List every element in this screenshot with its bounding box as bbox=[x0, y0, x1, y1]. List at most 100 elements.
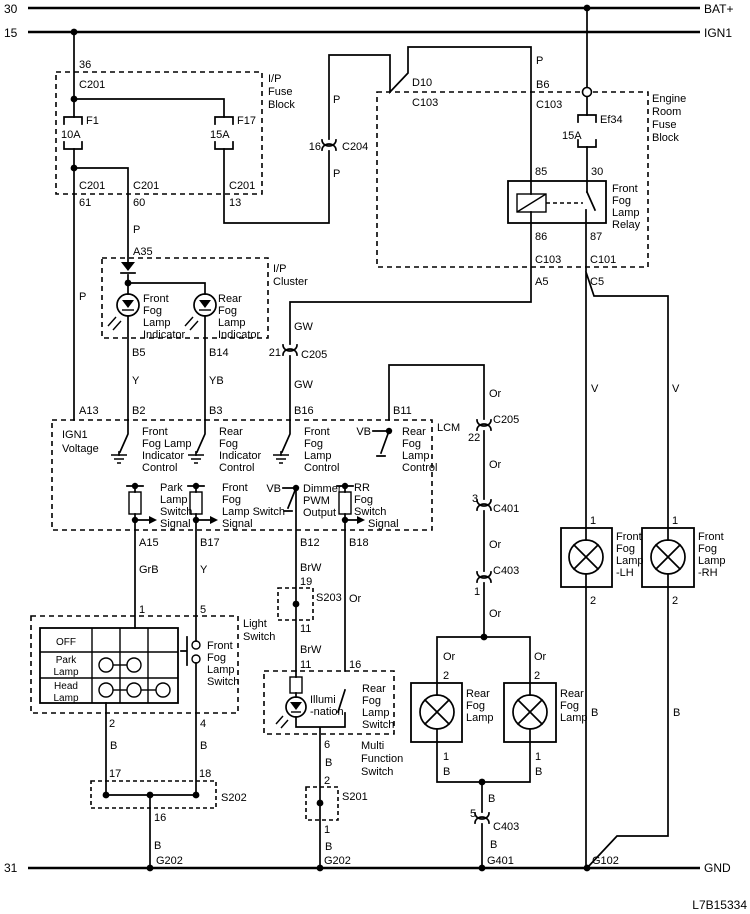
pin-label: B5 bbox=[132, 347, 145, 359]
component-label: Rear bbox=[218, 293, 242, 305]
function-label: PWM bbox=[303, 495, 330, 507]
pin-label: 1 bbox=[590, 515, 596, 527]
component-label: -LH bbox=[616, 567, 634, 579]
pin-label: B14 bbox=[209, 347, 229, 359]
diagram-code: L7B15334 bbox=[692, 898, 747, 912]
ip-fuse-block: I/P Fuse Block 36 C201 F1 10A F17 15A C2… bbox=[55, 59, 295, 209]
function-label: Front bbox=[142, 426, 168, 438]
component-label: -nation bbox=[310, 706, 344, 718]
net-ign1-feed bbox=[73, 31, 532, 421]
splice-label: S201 bbox=[342, 791, 368, 803]
wire-color-label: Or bbox=[489, 608, 502, 620]
block-label: Engine bbox=[652, 93, 686, 105]
block-label: Switch bbox=[243, 631, 275, 643]
pin-label: 2 bbox=[590, 595, 596, 607]
component-label: Fog bbox=[466, 700, 485, 712]
connector-label: C205 bbox=[301, 349, 327, 361]
function-label: Front bbox=[222, 482, 248, 494]
function-label: Fog bbox=[354, 494, 373, 506]
pin-label: A13 bbox=[79, 405, 99, 417]
component-label: Fog bbox=[560, 700, 579, 712]
bus-30-label: 30 bbox=[4, 2, 18, 16]
connector-label: C201 bbox=[133, 180, 159, 192]
relay-label: Fog bbox=[612, 195, 631, 207]
pin-label: 30 bbox=[591, 166, 603, 178]
function-label: Control bbox=[304, 462, 339, 474]
pin-label: A5 bbox=[535, 276, 548, 288]
rear-fog-lamp-left-icon bbox=[410, 682, 463, 743]
function-label: Indicator bbox=[142, 450, 185, 462]
wire-color-label: Or bbox=[489, 459, 502, 471]
component-label: Lamp bbox=[698, 555, 726, 567]
wire-color-label: B bbox=[443, 766, 450, 778]
function-label: Switch bbox=[354, 506, 386, 518]
front-fog-lamp-relay: 85 30 86 87 Front Fog Lamp Relay bbox=[507, 166, 641, 243]
fuse-rating: 15A bbox=[562, 130, 582, 142]
net-front-fog-feed bbox=[584, 209, 669, 870]
function-label: Front bbox=[304, 426, 330, 438]
pin-label: 5 bbox=[200, 604, 206, 616]
module-label: LCM bbox=[437, 422, 460, 434]
wire-color-label: B bbox=[490, 839, 497, 851]
pin-label: 2 bbox=[534, 670, 540, 682]
wire-color-label: B bbox=[200, 740, 207, 752]
pin-label: B6 bbox=[536, 79, 549, 91]
vb-label: VB bbox=[266, 483, 281, 495]
block-label: Cluster bbox=[273, 276, 308, 288]
connector-label: C201 bbox=[79, 180, 105, 192]
component-label: Front bbox=[143, 293, 169, 305]
component-label: Front bbox=[207, 640, 233, 652]
function-label: Signal bbox=[160, 518, 191, 530]
wire-color-label: P bbox=[536, 55, 543, 67]
connector-pin: 16 bbox=[309, 141, 321, 153]
function-label: IGN1 bbox=[62, 429, 88, 441]
wire-color-label: YB bbox=[209, 375, 224, 387]
a15-sense-resistor-icon bbox=[126, 485, 157, 524]
pin-label: 87 bbox=[590, 231, 602, 243]
net-light-switch-gnd bbox=[105, 702, 197, 869]
block-label: Function bbox=[361, 753, 403, 765]
fuse-f1-icon bbox=[63, 116, 83, 150]
diode-icon bbox=[121, 262, 135, 271]
wire-color-label: Or bbox=[489, 388, 502, 400]
pin-label: 86 bbox=[535, 231, 547, 243]
function-label: Signal bbox=[368, 518, 399, 530]
ground-label: G202 bbox=[324, 855, 351, 867]
switch-contact-icons bbox=[98, 657, 171, 698]
component-label: Lamp bbox=[218, 317, 246, 329]
wire-color-label: B bbox=[325, 757, 332, 769]
front-fog-lamp-lh-icon bbox=[560, 527, 613, 588]
component-label: Fog bbox=[218, 305, 237, 317]
pin-label: B11 bbox=[393, 405, 412, 417]
connector-label: C201 bbox=[229, 180, 255, 192]
wire-color-label: Or bbox=[443, 651, 456, 663]
bus-31-label: 31 bbox=[4, 861, 18, 875]
pin-label: D10 bbox=[412, 77, 432, 89]
component-label: Fog bbox=[143, 305, 162, 317]
splice-s201: 2 S201 1 B G202 bbox=[305, 775, 368, 867]
front-fog-lamp-switch-icon bbox=[180, 636, 201, 666]
component-label: Lamp bbox=[466, 712, 494, 724]
wire-color-label: Or bbox=[489, 539, 502, 551]
net-rear-fog-gnd bbox=[436, 728, 531, 869]
rear-fog-feed-connectors: Or C205 22 Or 3 C401 Or C403 1 Or bbox=[468, 388, 519, 620]
pin-label: A15 bbox=[139, 537, 159, 549]
pin-label: 2 bbox=[109, 718, 115, 730]
function-label: Voltage bbox=[62, 443, 99, 455]
relay-label: Front bbox=[612, 183, 638, 195]
wire-color-label: GrB bbox=[139, 564, 159, 576]
fuse-rating: 10A bbox=[61, 129, 81, 141]
wire-color-label: Or bbox=[349, 593, 362, 605]
function-label: Lamp bbox=[402, 450, 430, 462]
pin-label: 2 bbox=[672, 595, 678, 607]
function-label: Rear bbox=[219, 426, 243, 438]
engine-room-fuse-block: Engine Room Fuse Block D10 C103 B6 C103 … bbox=[376, 77, 686, 288]
wire-color-label: P bbox=[79, 291, 86, 303]
wire-color-label: BrW bbox=[300, 562, 322, 574]
pin-label: 18 bbox=[199, 768, 211, 780]
splice-label: S202 bbox=[221, 792, 247, 804]
pin-label: 16 bbox=[349, 659, 361, 671]
component-label: Fog bbox=[362, 695, 381, 707]
front-fog-lamps: V V 1 1 Front Fog Lamp -LH Front Fog Lam… bbox=[560, 383, 726, 867]
